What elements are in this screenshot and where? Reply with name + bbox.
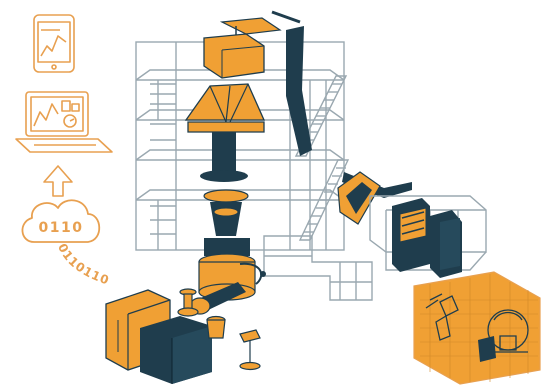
sensor-stand: [240, 330, 260, 370]
cloud-binary-text: 0110: [39, 220, 84, 236]
bucket-container: [207, 317, 225, 339]
conveyor-chute: [286, 26, 412, 198]
hopper-funnel: [186, 84, 264, 132]
motor-housing: [140, 316, 212, 384]
feed-pipe: [200, 132, 248, 236]
phone-dashboard-icon: [34, 15, 74, 72]
svg-text:0110110: 0110110: [55, 241, 111, 287]
upload-arrow-icon: [44, 166, 72, 196]
blueprint-board: [414, 272, 540, 384]
binary-data-stream: 0110110: [55, 241, 128, 290]
cloud-binary-icon: 0110: [22, 200, 99, 242]
top-hopper-box: [204, 34, 264, 78]
binary-stream-text: 0110110: [55, 241, 111, 287]
laptop-dashboard-icon: [16, 92, 112, 152]
